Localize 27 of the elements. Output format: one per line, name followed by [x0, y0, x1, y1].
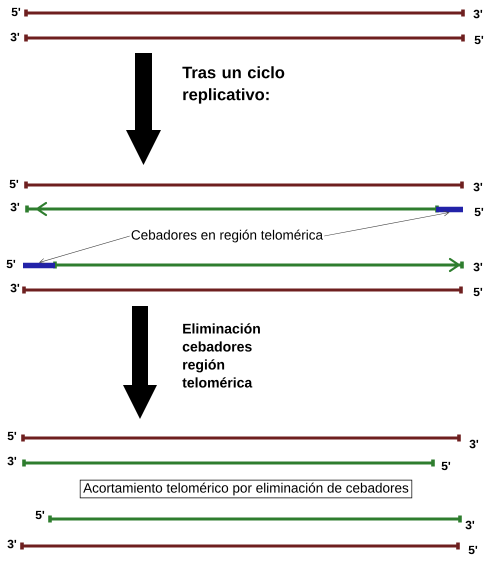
end-label: 5': [474, 288, 482, 296]
end-label: 3': [8, 540, 16, 548]
callout-label: Cebadores en región telomérica: [132, 230, 323, 242]
end-label: 5': [8, 432, 16, 440]
primer-segment: [436, 206, 463, 212]
step-label: Eliminación cebadores región telomérica: [182, 323, 260, 388]
primer-segment: [23, 262, 55, 268]
leader-line: [39, 236, 130, 264]
end-label: 5': [468, 546, 478, 554]
end-label: 3': [474, 262, 482, 272]
end-label: 3': [10, 284, 20, 292]
end-label: 5': [474, 36, 484, 44]
end-label: 5': [10, 180, 18, 188]
end-label: 3': [8, 456, 16, 466]
note-box: Acortamiento telomérico por eliminación de cebadores: [80, 480, 412, 498]
end-label: 5': [474, 208, 484, 216]
end-label: 5': [12, 8, 20, 16]
end-label: 5': [442, 462, 450, 470]
step-label: Tras un ciclo replicativo:: [182, 66, 284, 104]
leader-line: [324, 210, 450, 236]
end-label: 3': [10, 202, 20, 212]
end-label: 3': [466, 520, 474, 530]
end-label: 3': [474, 182, 482, 192]
end-label: 3': [470, 440, 478, 448]
end-label: 5': [36, 510, 44, 520]
end-label: 3': [474, 10, 482, 18]
end-label: 3': [10, 32, 20, 42]
